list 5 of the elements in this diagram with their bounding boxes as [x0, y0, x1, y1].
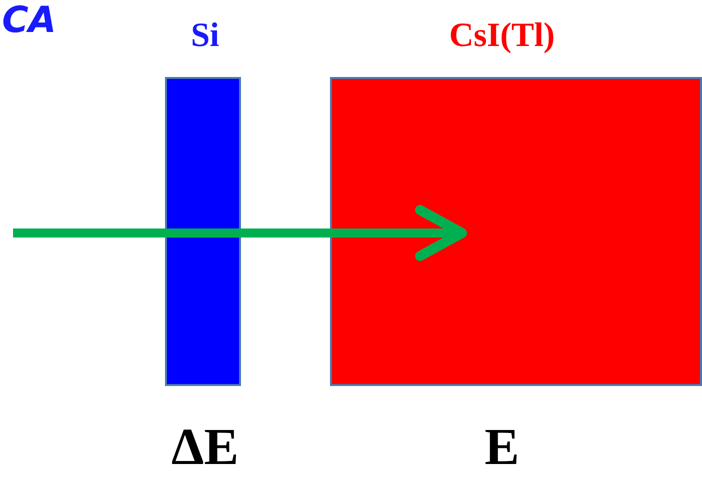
energy-label: E: [484, 418, 520, 477]
energy-label: ΔE: [170, 418, 240, 477]
title-fragment: CA: [2, 0, 56, 41]
detector-label: CsI(Tl): [448, 17, 556, 55]
detector-label: Si: [190, 17, 220, 55]
